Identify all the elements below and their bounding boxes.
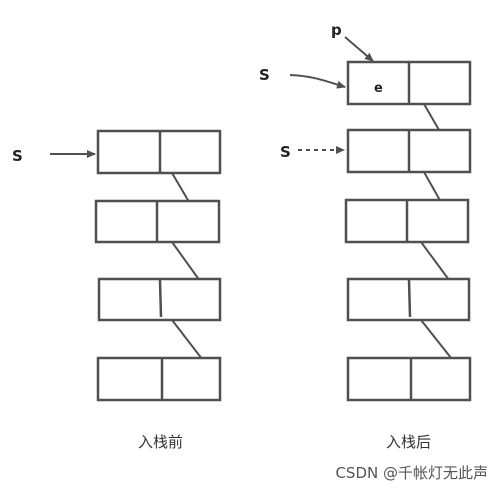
stack-after: p S e S — [259, 21, 472, 451]
node-value-e: e — [374, 81, 383, 96]
stack-node — [97, 277, 222, 322]
stack-node — [96, 356, 222, 402]
stack-before: S 入栈前 — [12, 129, 222, 451]
pointer-s-label-new: S — [259, 66, 270, 84]
node-box — [96, 356, 222, 402]
stack-node-top: e — [346, 60, 472, 106]
node-divider — [407, 279, 412, 318]
pointer-p-label: p — [331, 21, 342, 39]
pointer-p-arrow — [344, 36, 374, 62]
pointer-s-label-before: S — [12, 147, 23, 165]
stack-node — [346, 277, 471, 322]
pointer-s-label-old: S — [280, 143, 291, 161]
stack-node — [346, 356, 472, 402]
node-divider — [158, 279, 163, 318]
stack-node — [94, 199, 221, 244]
stack-node — [346, 128, 472, 174]
caption-after: 入栈后 — [386, 433, 431, 451]
pointer-s-arrow-new — [289, 74, 346, 89]
caption-before: 入栈前 — [138, 433, 183, 451]
stack-node — [96, 129, 222, 175]
node-box — [346, 356, 472, 402]
stack-node — [344, 198, 470, 244]
watermark-text: CSDN @千帐灯无此声 — [335, 464, 488, 482]
